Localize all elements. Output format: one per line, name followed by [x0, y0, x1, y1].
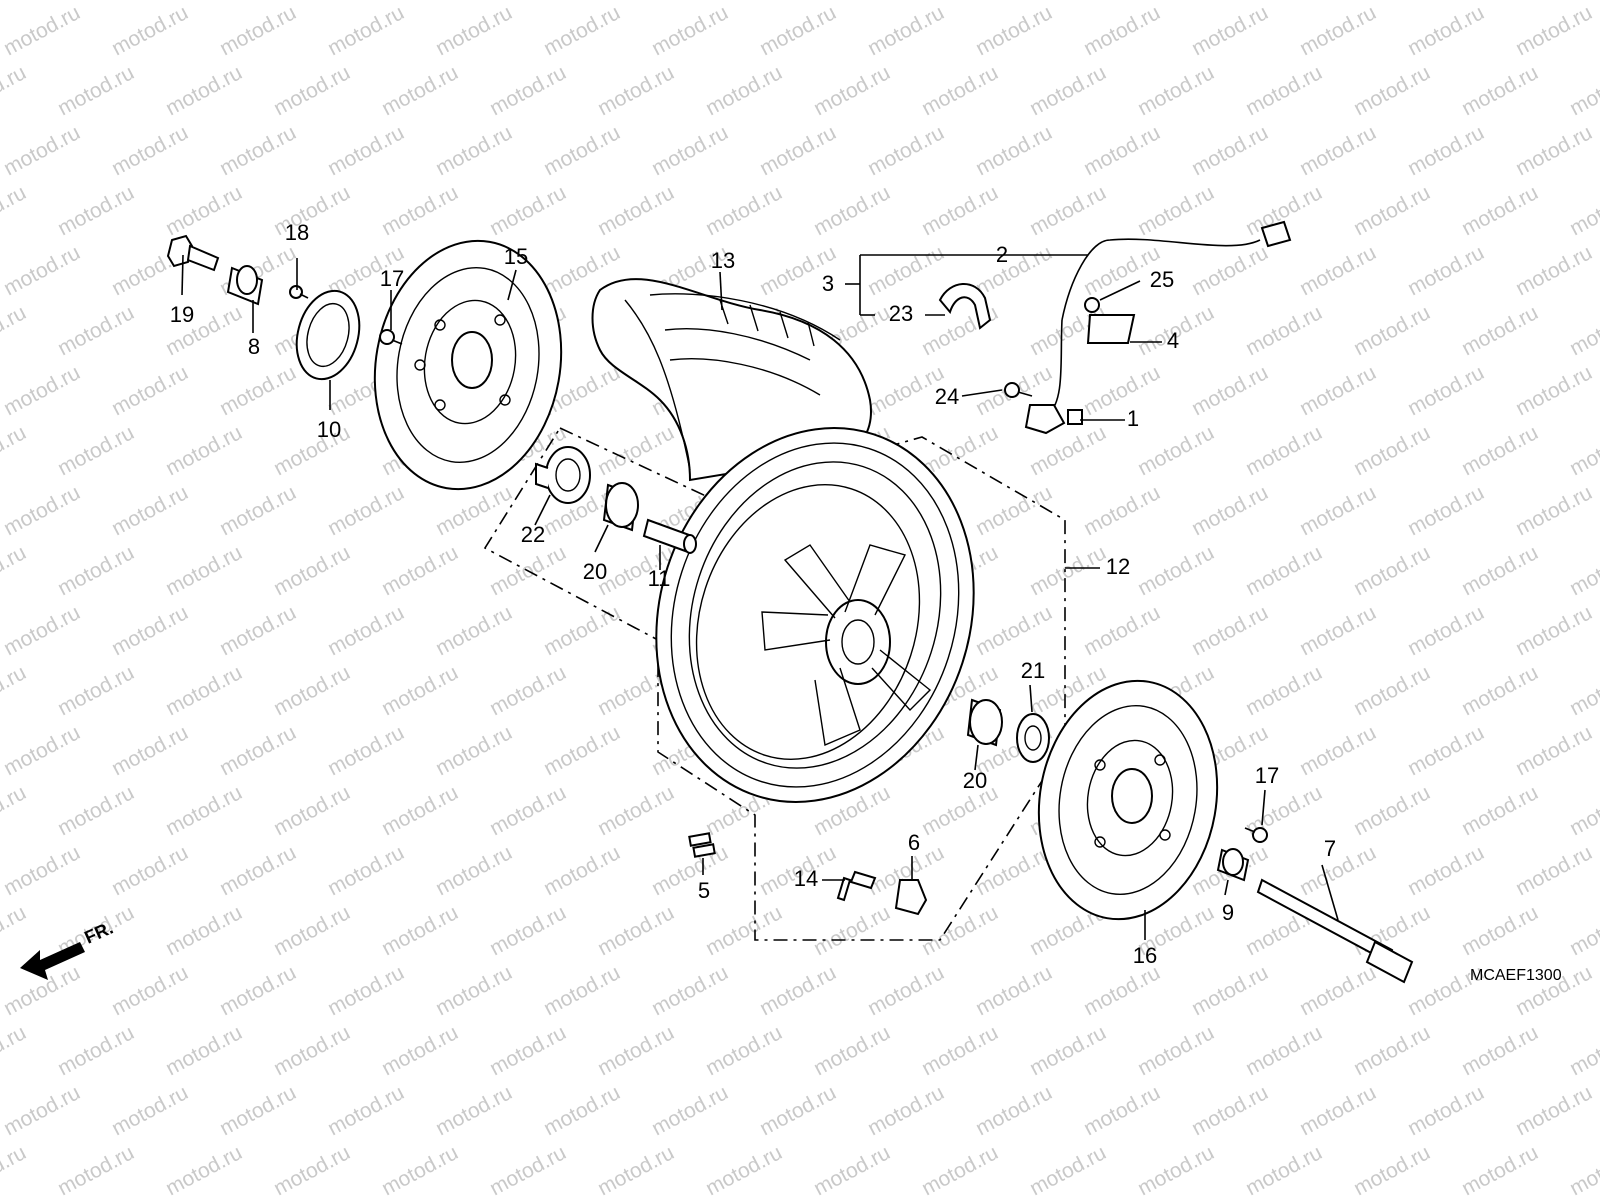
collar-left	[226, 265, 264, 306]
part-label: 17	[380, 266, 404, 291]
part-label: 14	[794, 866, 818, 891]
part-labels: 1 2 3 4 5 6 7 8 9 10 11 12 13 14 15 16 1…	[170, 220, 1336, 968]
part-label: 7	[1324, 836, 1336, 861]
front-axle	[1256, 878, 1414, 984]
bearing-left	[602, 482, 639, 532]
front-marker-text: FR.	[81, 918, 116, 948]
collar-right	[1216, 848, 1250, 882]
pulser-ring	[295, 289, 361, 381]
part-label: 15	[504, 244, 528, 269]
part-label: 19	[170, 302, 194, 327]
part-label: 20	[963, 768, 987, 793]
part-label: 10	[317, 417, 341, 442]
wheel-rim	[655, 427, 975, 803]
right-brake-disc	[1037, 679, 1219, 921]
part-label: 25	[1150, 267, 1174, 292]
dust-seal-right	[1016, 713, 1050, 763]
balance-weight	[688, 832, 716, 858]
leader-lines	[181, 254, 1339, 940]
part-label: 17	[1255, 763, 1279, 788]
disc-bolt-right	[1244, 827, 1268, 843]
left-brake-disc	[373, 239, 563, 491]
part-label: 22	[521, 522, 545, 547]
part-label: 3	[822, 271, 834, 296]
harness-band	[938, 283, 992, 330]
wheel-clip	[894, 879, 928, 916]
axle-bolt	[166, 234, 220, 272]
part-label: 6	[908, 830, 920, 855]
part-label: 12	[1106, 554, 1130, 579]
abs-sensor-harness	[1024, 220, 1292, 435]
clamp-1	[1067, 409, 1083, 425]
distance-collar	[642, 518, 697, 554]
part-label: 13	[711, 248, 735, 273]
part-label: 23	[889, 301, 913, 326]
drawing-code: MCAEF1300	[1470, 967, 1562, 984]
bolt-25	[1084, 297, 1100, 313]
part-label: 21	[1021, 658, 1045, 683]
front-direction-arrow: FR.	[20, 918, 116, 980]
part-label: 5	[698, 878, 710, 903]
tire-valve	[836, 870, 877, 902]
part-label: 9	[1222, 900, 1234, 925]
part-label: 8	[248, 334, 260, 359]
bearing-right	[966, 698, 1003, 747]
part-label: 16	[1133, 943, 1157, 968]
part-label: 4	[1167, 328, 1179, 353]
part-label: 24	[935, 384, 959, 409]
screw-small	[289, 285, 309, 299]
disc-bolt-left	[379, 329, 403, 345]
bolt-24	[1004, 382, 1033, 398]
abs-sensor-bracket	[1086, 314, 1136, 344]
part-label: 18	[285, 220, 309, 245]
part-label: 1	[1127, 406, 1139, 431]
part-label: 2	[996, 242, 1008, 267]
bearing-left-outer	[535, 446, 591, 504]
part-label: 20	[583, 559, 607, 584]
part-label: 11	[648, 566, 671, 591]
